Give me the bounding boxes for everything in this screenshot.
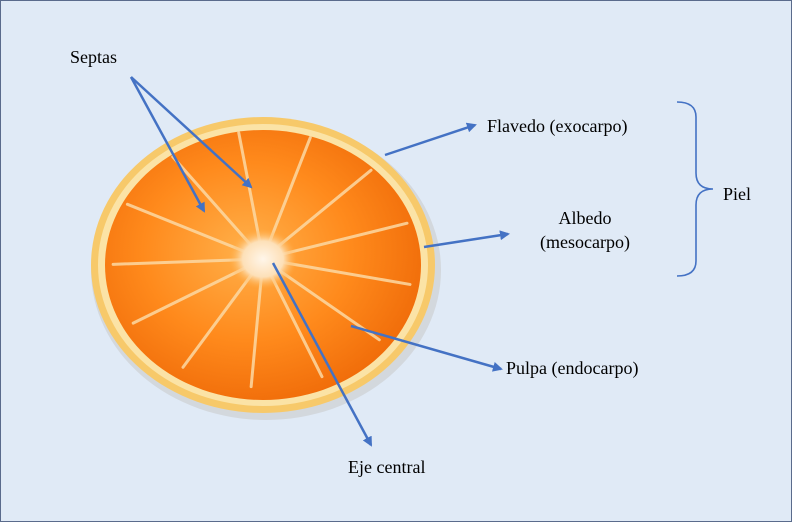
label-albedo-line2: (mesocarpo) (515, 230, 655, 254)
label-pulpa: Pulpa (endocarpo) (506, 356, 638, 380)
piel-brace (677, 102, 713, 276)
label-albedo-line1: Albedo (515, 206, 655, 230)
label-albedo: Albedo (mesocarpo) (515, 206, 655, 254)
flavedo-arrow (385, 125, 475, 155)
label-septas: Septas (70, 45, 117, 69)
label-flavedo: Flavedo (exocarpo) (487, 114, 627, 138)
label-piel: Piel (723, 182, 751, 206)
label-eje-central: Eje central (348, 455, 425, 479)
orange-image (91, 117, 441, 420)
orange-core (229, 229, 297, 289)
